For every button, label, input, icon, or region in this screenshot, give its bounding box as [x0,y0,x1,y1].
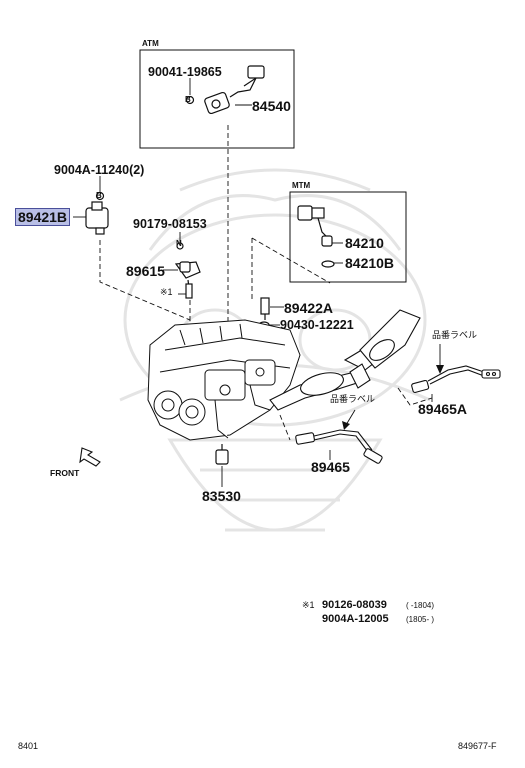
mtm-box [289,191,407,283]
note-mark-1: ※1 [160,287,173,297]
atm-box [139,49,295,149]
part-89422a[interactable]: 89422A [284,300,334,316]
footer-section-code: 8401 [18,741,39,751]
part-label-note-a: 品番ラベル [432,331,478,341]
part-9004a-11240[interactable]: 9004A-11240(2) [54,163,145,177]
o2-sensor-89465 [295,429,383,464]
marker-b-89421b: B [96,191,102,200]
footer-figure-code: 849677-F [458,741,497,751]
part-label-note-b: 品番ラベル [330,395,376,405]
note-mark: ※1 [302,600,315,610]
part-84210b[interactable]: 84210B [345,255,395,271]
marker-b-atm: B [185,95,191,104]
part-84210[interactable]: 84210 [345,235,384,251]
part-89615[interactable]: 89615 [126,263,165,279]
part-84540[interactable]: 84540 [252,98,291,114]
speed-sensor-mtm [297,205,335,268]
speed-sensor-atm [185,65,265,115]
front-label: FRONT [50,468,80,478]
note-part-90126-08039[interactable]: 90126-08039 [322,599,387,611]
part-89465a[interactable]: 89465A [418,401,468,417]
note-part-9004a-12005[interactable]: 9004A-12005 [322,613,389,625]
part-83530[interactable]: 83530 [202,488,241,504]
crank-sensor-89615 [174,242,201,299]
part-90041-19865[interactable]: 90041-19865 [148,65,222,79]
note-range-2: (1805- ) [406,615,435,624]
part-90179-08153[interactable]: 90179-08153 [133,217,207,231]
part-89465[interactable]: 89465 [311,459,350,475]
engine-block [147,319,301,441]
label-arrows [342,365,444,430]
atm-box-title: ATM [142,39,159,48]
note-range-1: ( -1804) [406,601,435,610]
front-arrow-icon [79,447,101,467]
part-89421b-highlighted[interactable]: 89421B [15,208,71,226]
oil-pressure-switch-83530 [215,444,229,465]
o2-sensor-89465a [411,365,501,394]
marker-n: N [176,239,182,248]
map-sensor-89421b [85,191,109,235]
exhaust-system [269,309,421,411]
part-90430-12221[interactable]: 90430-12221 [280,318,354,332]
mtm-box-title: MTM [292,181,311,190]
